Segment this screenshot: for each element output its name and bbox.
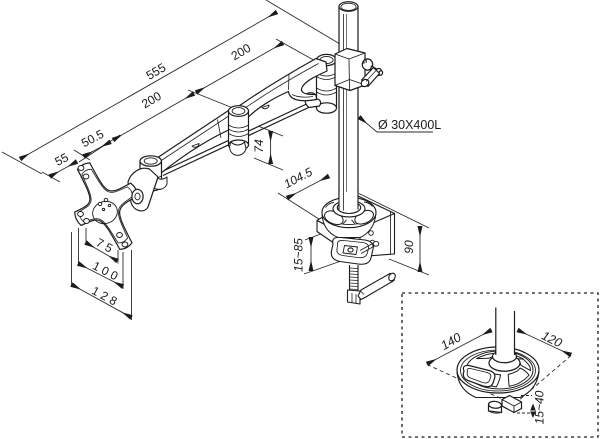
- svg-text:140: 140: [438, 330, 463, 353]
- svg-text:15~85: 15~85: [292, 238, 306, 272]
- svg-text:104.5: 104.5: [282, 165, 315, 192]
- svg-text:120: 120: [539, 329, 564, 351]
- svg-text:15~40: 15~40: [533, 390, 547, 424]
- svg-text:55: 55: [52, 150, 71, 169]
- svg-text:Ø 30X400L: Ø 30X400L: [378, 118, 441, 132]
- svg-text:7 5: 7 5: [94, 235, 116, 255]
- svg-text:74: 74: [252, 139, 266, 153]
- svg-text:200: 200: [229, 41, 254, 63]
- svg-text:1 2 8: 1 2 8: [89, 283, 119, 308]
- svg-text:90: 90: [402, 240, 416, 254]
- svg-text:200: 200: [139, 89, 164, 111]
- svg-text:555: 555: [144, 60, 169, 82]
- svg-text:1 0 0: 1 0 0: [90, 259, 120, 284]
